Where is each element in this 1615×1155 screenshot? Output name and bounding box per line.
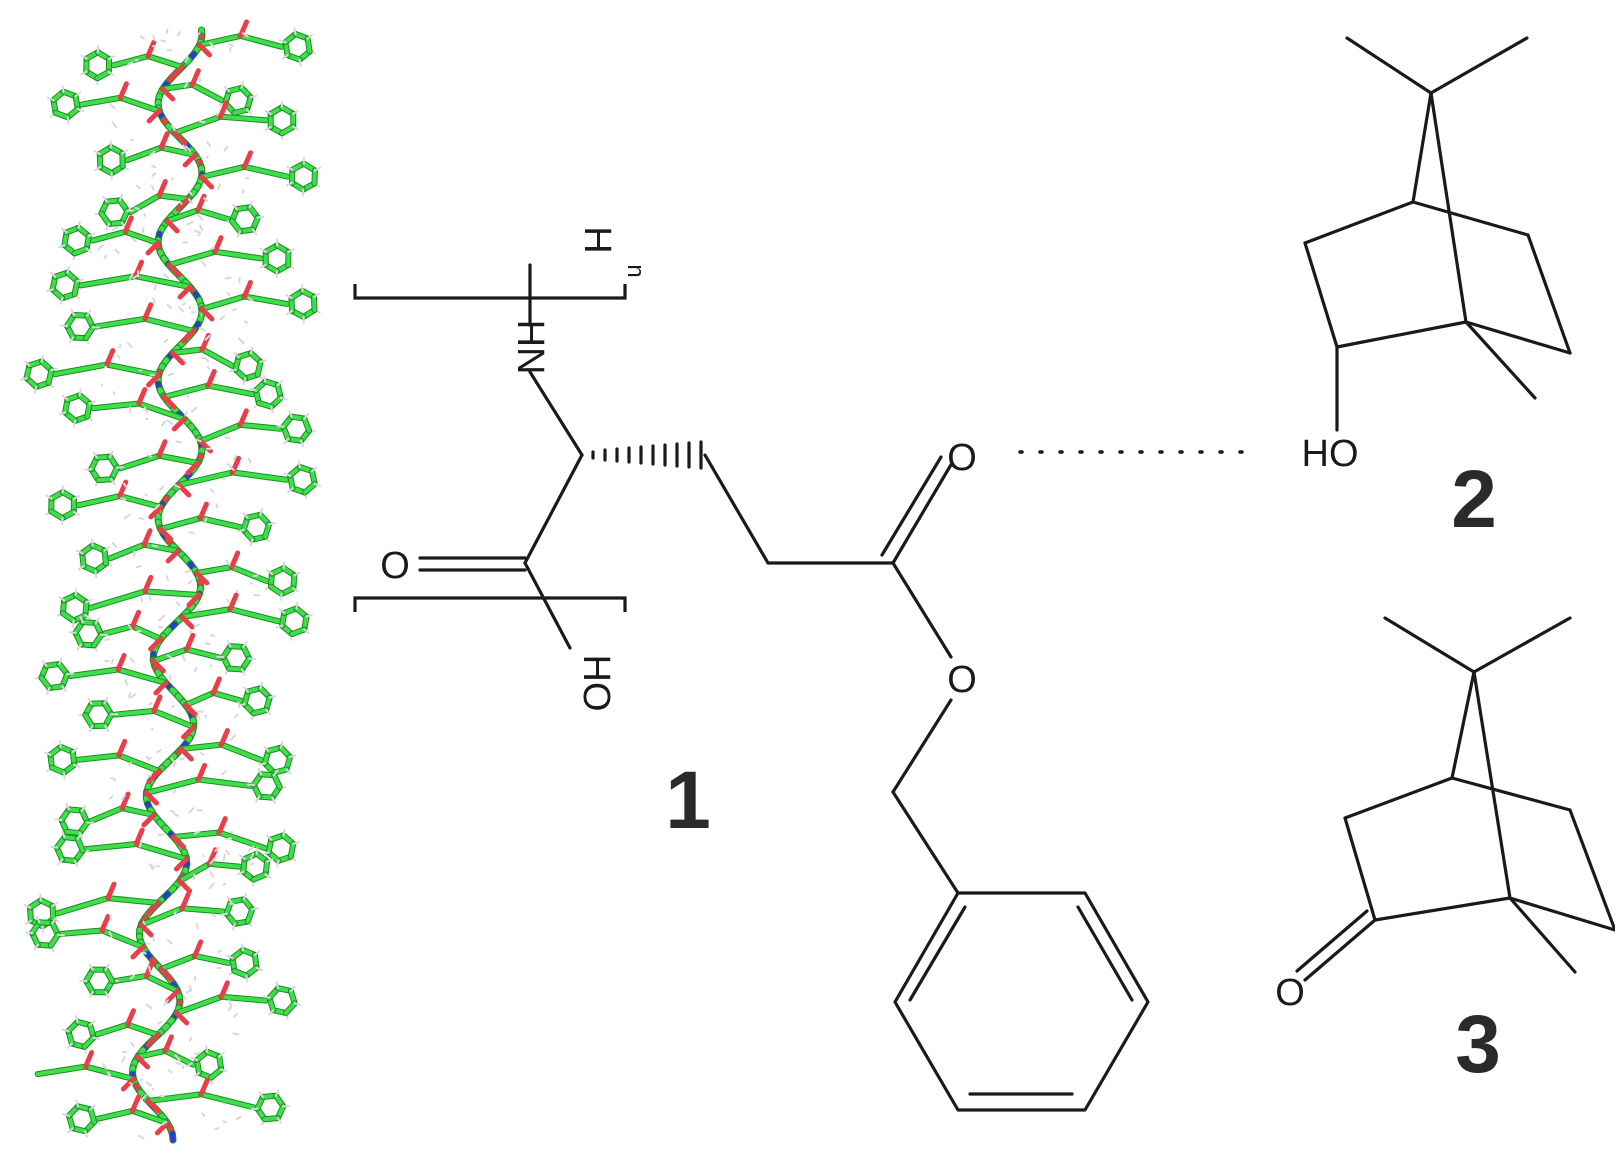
repeat-bracket-bottom <box>355 598 625 612</box>
bridge-to-c1 <box>1452 672 1474 778</box>
compound-number-1: 1 <box>665 755 711 846</box>
ester-c-o-bond <box>893 563 951 657</box>
ring-bond-2 <box>1345 818 1375 920</box>
ring-bond-3 <box>1375 898 1510 920</box>
bridge-methyl-b <box>1431 38 1527 93</box>
ring-bond-1 <box>1305 202 1413 243</box>
ch2-phenyl-bond <box>893 792 958 893</box>
structure-1: H n HN HO O O O 1 <box>355 226 1260 1110</box>
benzene-inner-bond-3 <box>910 907 965 1000</box>
compound-number-2: 2 <box>1451 454 1497 545</box>
label-borneol-oh: HO <box>1302 433 1359 475</box>
bridge-methyl-a <box>1385 618 1474 672</box>
ring-bond-2 <box>1305 243 1337 347</box>
structure-3-camphor: O 3 <box>1275 618 1615 1090</box>
benzene-ring <box>895 893 1148 1110</box>
label-ester-o: O <box>947 659 977 701</box>
label-carbonyl-o: O <box>380 545 410 587</box>
n-calpha-bond <box>530 372 582 455</box>
o-ch2-bond <box>893 700 951 792</box>
repeat-bracket-top <box>355 284 625 298</box>
bridge-methyl-a <box>1347 38 1431 93</box>
ketone-double-bond-a <box>1305 920 1375 980</box>
bridge-methyl-b <box>1474 618 1570 672</box>
label-camphor-o: O <box>1275 972 1305 1014</box>
ring-bond-6 <box>1452 778 1570 810</box>
ring-bond-5 <box>1570 810 1615 930</box>
label-nh: HN <box>509 320 551 375</box>
ester-co-b <box>882 457 941 555</box>
hashed-wedge <box>593 442 701 468</box>
ring-bond-1 <box>1345 778 1452 818</box>
ring-bond-3 <box>1337 322 1466 347</box>
helix-molecular-model <box>21 22 320 1140</box>
ring-bond-5 <box>1528 235 1570 353</box>
calpha-co-bond <box>525 455 582 563</box>
ch2-bond-1 <box>705 455 768 563</box>
compound-number-3: 3 <box>1455 999 1501 1090</box>
benzene-inner-bond-1 <box>1078 907 1132 1000</box>
label-acid-oh: HO <box>575 655 617 712</box>
ring-bond-6 <box>1413 202 1528 235</box>
ester-co-a <box>893 463 952 563</box>
bridge-to-c1 <box>1413 93 1431 202</box>
label-repeat-n: n <box>622 264 649 277</box>
ketone-double-bond-b <box>1297 911 1367 971</box>
c-oh-bond <box>525 563 570 648</box>
structure-2-borneol: HO 2 <box>1302 38 1571 545</box>
label-ester-carbonyl-o: O <box>947 437 977 479</box>
label-nh-h: H <box>576 226 618 253</box>
